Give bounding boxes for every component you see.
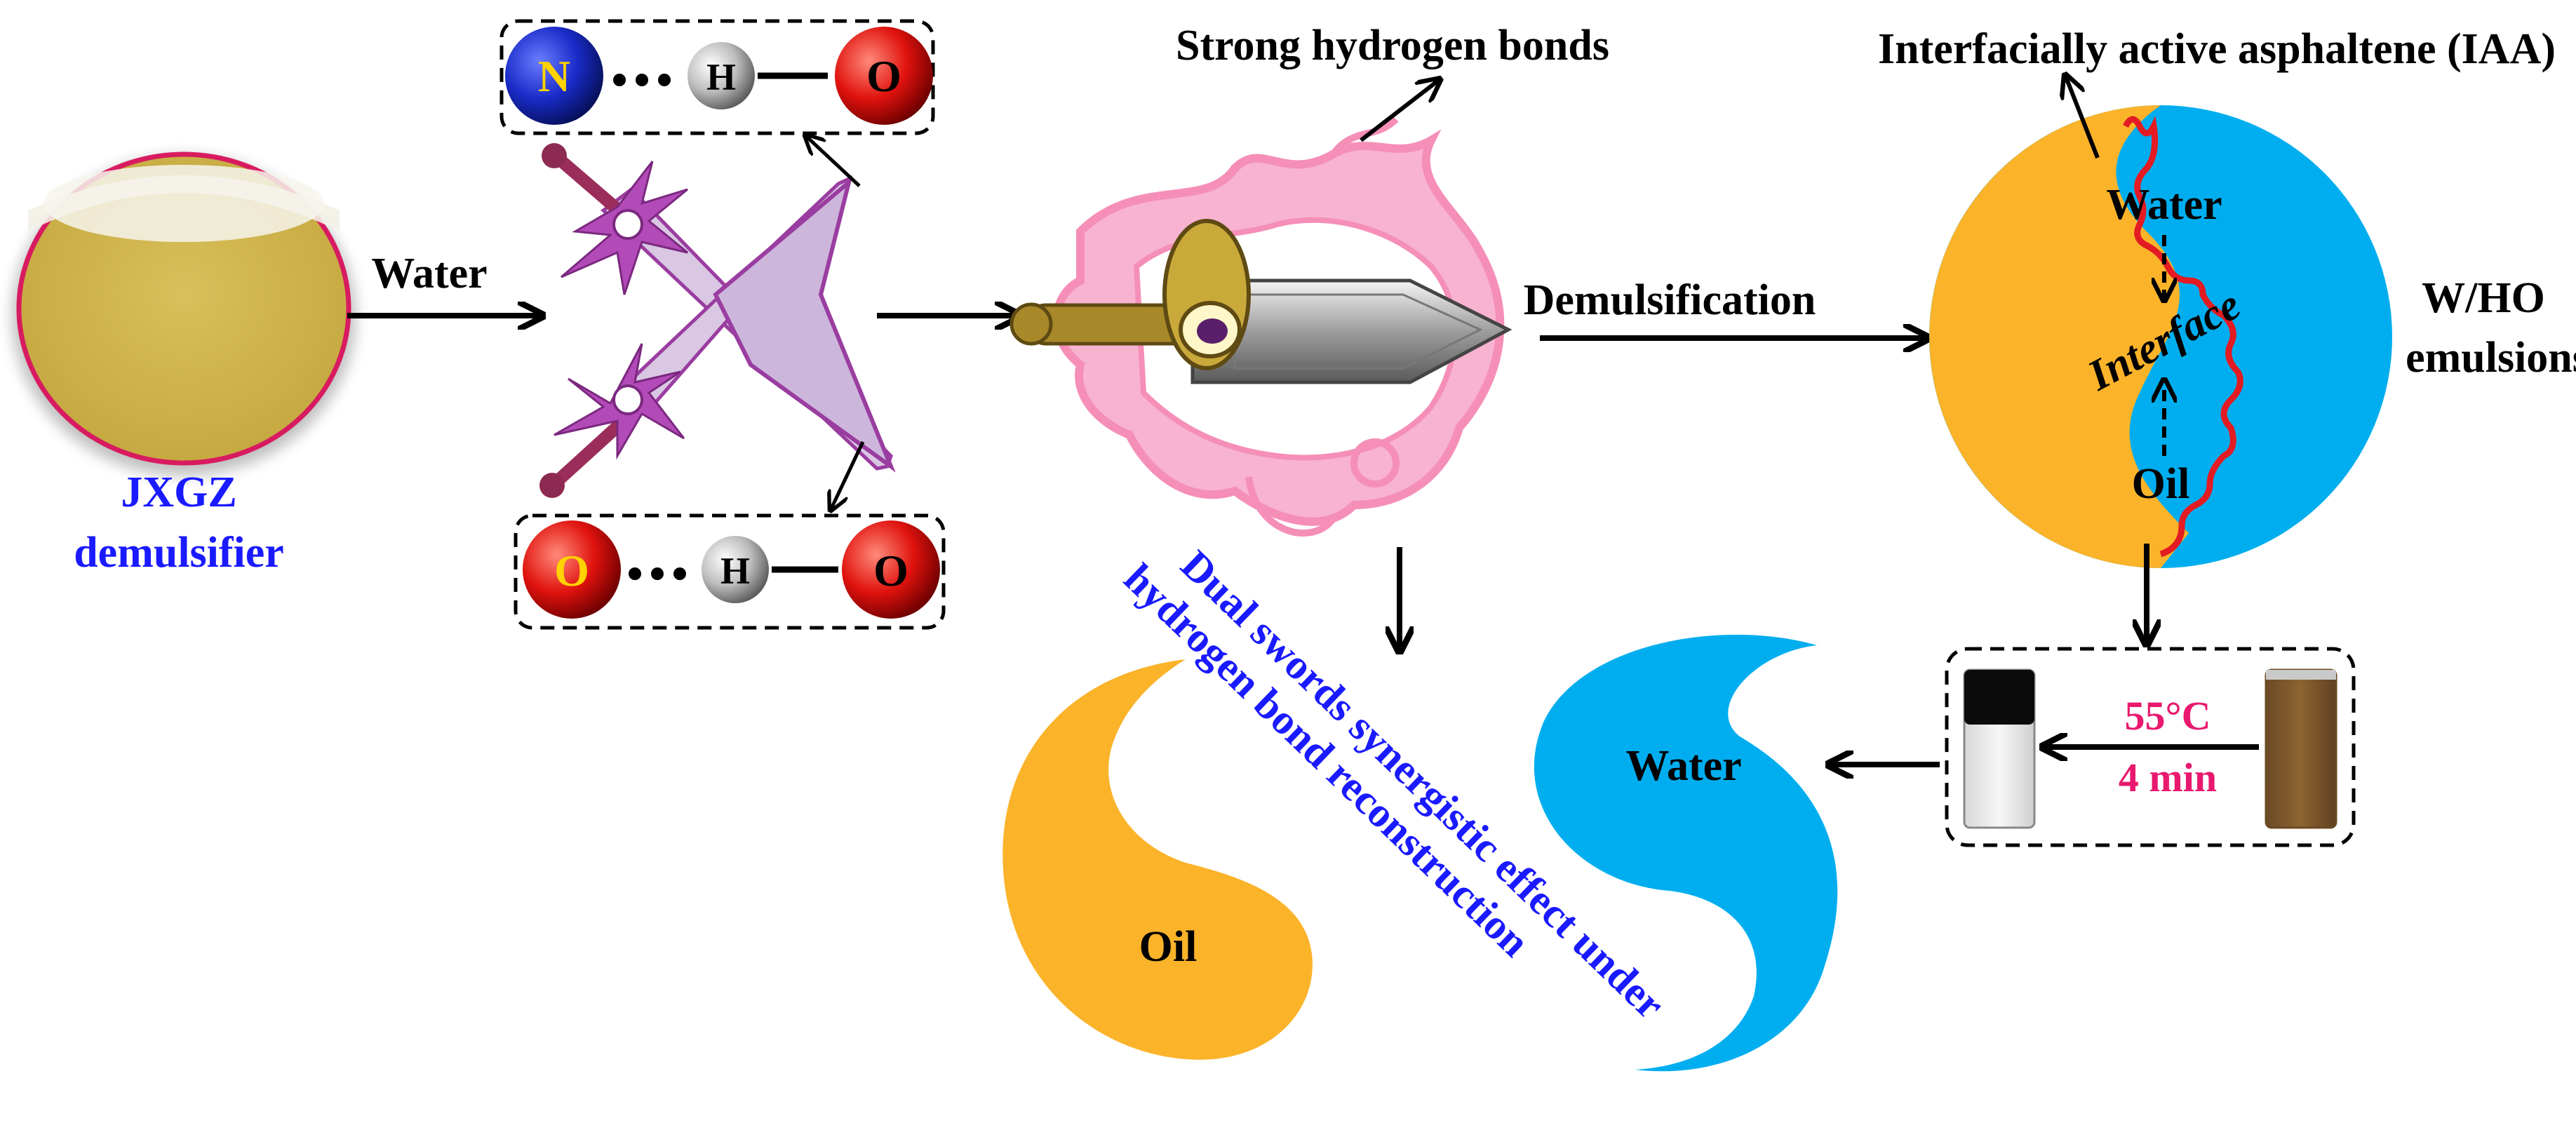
atom-label: H: [706, 56, 736, 98]
hydrogen-atom: [687, 42, 755, 109]
water-arrow-label: Water: [371, 250, 487, 297]
emulsion-circle: [1929, 105, 2392, 568]
atom-label: H: [720, 550, 750, 592]
demulsifier-label: demulsifier: [74, 529, 284, 577]
water-drop: [1534, 634, 1838, 1072]
circle-water-label: Water: [2106, 181, 2222, 229]
emulsion-vial: [2265, 668, 2337, 829]
nitrogen-atom: [505, 27, 603, 125]
arrow-strong-hbonds: [1360, 81, 1438, 142]
atom-label: O: [873, 546, 908, 596]
oil-drop: [1002, 659, 1313, 1060]
oxygen-atom: [842, 520, 940, 619]
circle-oil-label: Oil: [2132, 460, 2190, 508]
temperature-label: 55°C: [2124, 693, 2211, 739]
asphaltene-interface-line: [2122, 116, 2243, 558]
who-label: W/HO: [2422, 274, 2545, 322]
oxygen-atom: [523, 520, 621, 619]
hydrogen-bond-o-h-o: O H O: [514, 513, 946, 630]
arrow-to-bottom-bond: [831, 440, 865, 509]
vials-panel: [1945, 647, 2356, 847]
demulsification-label: Demulsification: [1524, 276, 1816, 324]
oxygen-atom: [835, 27, 933, 125]
arrow-iaa: [2066, 77, 2100, 159]
hydrogen-bond-n-h-o: N H O: [499, 19, 935, 135]
strong-hbonds-label: Strong hydrogen bonds: [1176, 22, 1609, 69]
jxgz-label: JXGZ: [121, 469, 236, 516]
iaa-label: Interfacially active asphaltene (IAA): [1878, 25, 2556, 73]
atom-label: O: [554, 546, 589, 596]
atom-label: O: [866, 51, 901, 101]
arrow-to-top-bond: [807, 137, 861, 187]
atom-label: N: [538, 51, 570, 101]
time-label: 4 min: [2119, 755, 2217, 800]
crossed-swords-icon: [539, 143, 896, 498]
drop-water-label: Water: [1625, 742, 1741, 790]
separated-vial: [1963, 668, 2036, 829]
demulsifier-sample: [12, 152, 356, 476]
hydrogen-atom: [702, 536, 769, 603]
drop-oil-label: Oil: [1139, 923, 1198, 971]
emulsions-label: emulsions: [2406, 334, 2576, 382]
flaming-sword-icon: [1009, 116, 1512, 537]
